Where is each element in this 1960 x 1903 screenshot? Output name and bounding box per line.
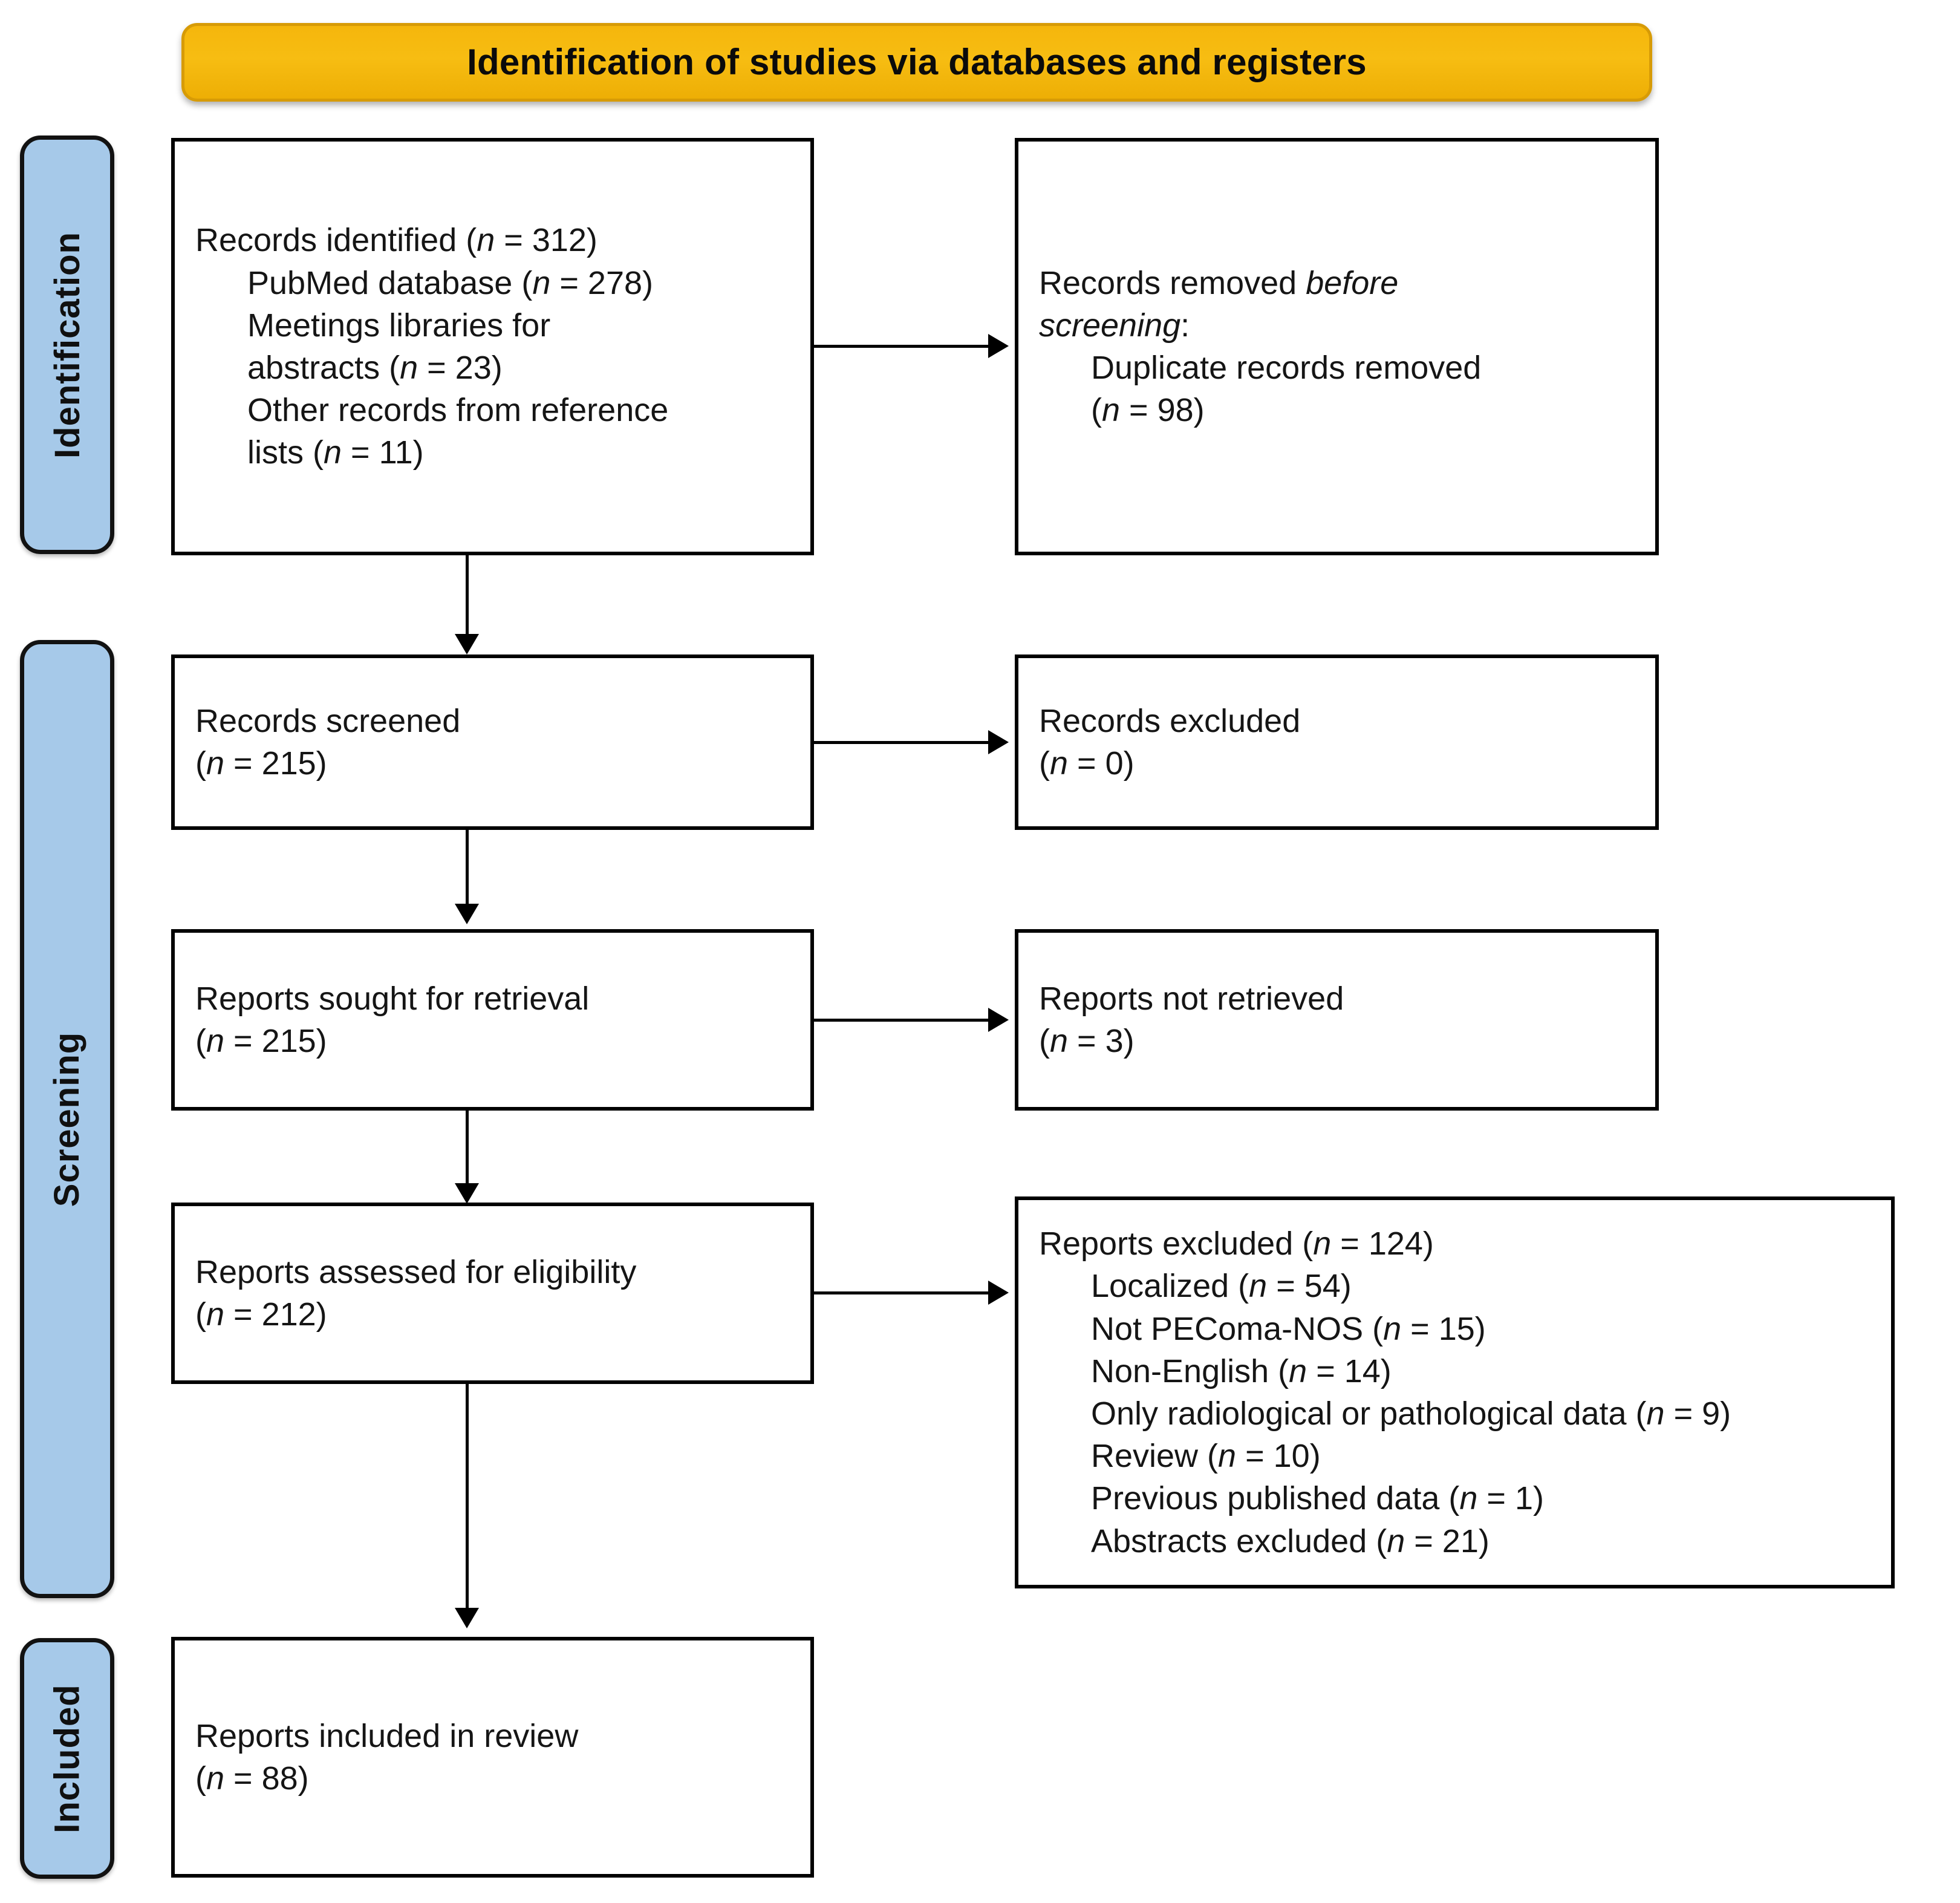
line: screening: <box>1039 307 1190 344</box>
line: Localized (n = 54) <box>1091 1268 1352 1305</box>
box-reports-included-body: Reports included in review (n = 88) <box>195 1715 790 1800</box>
line: (n = 98) <box>1091 392 1205 429</box>
box-reports-not-retrieved: Reports not retrieved (n = 3) <box>1015 929 1659 1111</box>
line: lists (n = 11) <box>247 434 424 471</box>
line: (n = 215) <box>195 1023 327 1059</box>
line: abstracts (n = 23) <box>247 350 503 386</box>
box-reports-excluded-body: Reports excluded (n = 124) Localized (n … <box>1039 1222 1870 1562</box>
stage-label-included: Included <box>20 1638 114 1879</box>
line: Review (n = 10) <box>1091 1438 1321 1475</box>
line: Records identified (n = 312) <box>195 222 597 259</box>
box-records-identified: Records identified (n = 312) PubMed data… <box>171 138 814 555</box>
stage-label-screening: Screening <box>20 640 114 1598</box>
line: Non-English (n = 14) <box>1091 1353 1392 1389</box>
connector-screened-to-sought <box>466 830 469 909</box>
connector-assessed-to-excluded <box>814 1291 988 1294</box>
line: Reports not retrieved <box>1039 980 1344 1017</box>
arrowhead-assessed-to-included <box>455 1608 479 1628</box>
stage-label-identification-text: Identification <box>47 231 87 459</box>
arrowhead-screened-to-sought <box>455 904 479 924</box>
line: (n = 3) <box>1039 1023 1135 1059</box>
line: Reports sought for retrieval <box>195 980 590 1017</box>
line: (n = 88) <box>195 1760 309 1797</box>
stage-label-included-text: Included <box>47 1683 87 1833</box>
connector-sought-to-not-retrieved <box>814 1019 988 1022</box>
line: Reports included in review <box>195 1717 579 1754</box>
box-records-identified-body: Records identified (n = 312) PubMed data… <box>195 219 790 474</box>
line: Only radiological or pathological data (… <box>1091 1395 1731 1432</box>
line: Not PEComa-NOS (n = 15) <box>1091 1310 1486 1347</box>
line: PubMed database (n = 278) <box>247 264 653 301</box>
box-records-screened: Records screened (n = 215) <box>171 654 814 830</box>
arrowhead-sought-to-assessed <box>455 1183 479 1204</box>
line: (n = 215) <box>195 745 327 782</box>
connector-assessed-to-included <box>466 1384 469 1614</box>
line: Meetings libraries for <box>247 307 551 344</box>
line: Other records from reference <box>247 392 669 429</box>
stage-label-screening-text: Screening <box>47 1031 87 1207</box>
arrowhead-assessed-to-excluded <box>988 1281 1009 1305</box>
arrowhead-identified-to-removed <box>988 334 1009 358</box>
arrowhead-screened-to-excluded <box>988 730 1009 754</box>
connector-identified-to-removed <box>814 345 988 348</box>
box-reports-assessed-body: Reports assessed for eligibility (n = 21… <box>195 1251 790 1336</box>
line: Duplicate records removed <box>1091 350 1482 386</box>
page-title: Identification of studies via databases … <box>467 42 1367 82</box>
box-records-screened-body: Records screened (n = 215) <box>195 700 790 785</box>
line: Reports assessed for eligibility <box>195 1253 637 1290</box>
line: Reports excluded (n = 124) <box>1039 1226 1434 1262</box>
box-reports-sought-for-retrieval: Reports sought for retrieval (n = 215) <box>171 929 814 1111</box>
line: Records screened <box>195 702 461 739</box>
connector-identified-to-screened <box>466 555 469 640</box>
box-reports-sought-body: Reports sought for retrieval (n = 215) <box>195 978 790 1062</box>
box-records-removed-body: Records removed before screening: Duplic… <box>1039 262 1635 432</box>
arrowhead-identified-to-screened <box>455 634 479 654</box>
box-records-excluded: Records excluded (n = 0) <box>1015 654 1659 830</box>
box-records-removed-before-screening: Records removed before screening: Duplic… <box>1015 138 1659 555</box>
diagram-title-banner: Identification of studies via databases … <box>181 23 1652 102</box>
line: (n = 0) <box>1039 745 1135 782</box>
line: Records excluded <box>1039 702 1301 739</box>
box-records-excluded-body: Records excluded (n = 0) <box>1039 700 1635 785</box>
box-reports-assessed-for-eligibility: Reports assessed for eligibility (n = 21… <box>171 1203 814 1384</box>
line: Records removed before <box>1039 264 1399 301</box>
connector-sought-to-assessed <box>466 1111 469 1189</box>
line: Previous published data (n = 1) <box>1091 1480 1544 1517</box>
connector-screened-to-excluded <box>814 741 988 744</box>
box-reports-not-retrieved-body: Reports not retrieved (n = 3) <box>1039 978 1635 1062</box>
line: (n = 212) <box>195 1296 327 1333</box>
arrowhead-sought-to-not-retrieved <box>988 1008 1009 1032</box>
box-reports-excluded: Reports excluded (n = 124) Localized (n … <box>1015 1196 1895 1588</box>
stage-label-identification: Identification <box>20 135 114 554</box>
box-reports-included-in-review: Reports included in review (n = 88) <box>171 1637 814 1878</box>
line: Abstracts excluded (n = 21) <box>1091 1523 1490 1559</box>
